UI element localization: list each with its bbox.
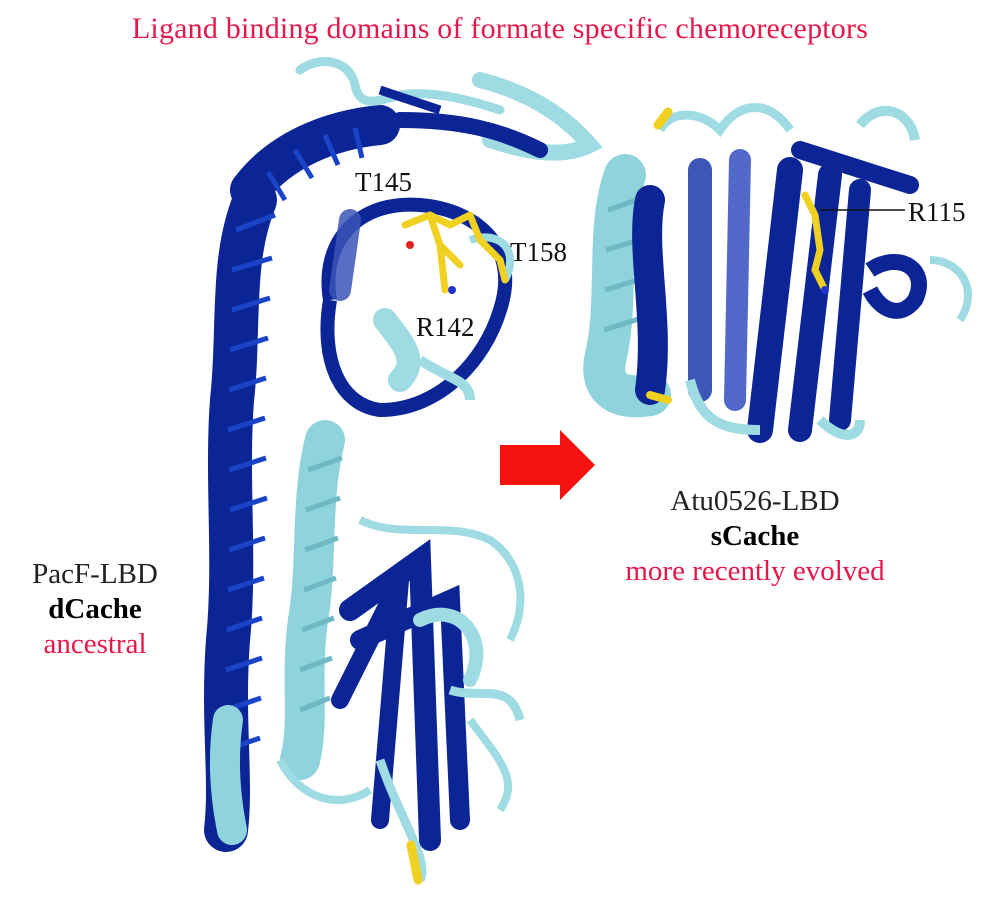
atu0526-lbd-structure bbox=[583, 103, 973, 443]
top-helix bbox=[230, 105, 400, 210]
lower-beta-sheet bbox=[276, 516, 525, 885]
residue-label-r115: R115 bbox=[908, 197, 966, 227]
atu0526-name: Atu0526-LBD bbox=[670, 485, 840, 517]
scache-label: sCache bbox=[710, 520, 800, 552]
ligand-sticks-left bbox=[401, 211, 509, 294]
pacf-name: PacF-LBD bbox=[32, 558, 158, 590]
more-recently-evolved-label: more recently evolved bbox=[625, 555, 885, 587]
figure-title: Ligand binding domains of formate specif… bbox=[131, 12, 869, 45]
left-caption: PacF-LBD dCache ancestral bbox=[5, 558, 185, 661]
residue-label-t158: T158 bbox=[510, 237, 567, 267]
residue-label-r142: R142 bbox=[416, 312, 475, 342]
long-helix-dark bbox=[204, 178, 277, 852]
pacf-lbd-structure bbox=[204, 57, 603, 885]
upper-pocket bbox=[320, 197, 514, 418]
dcache-label: dCache bbox=[48, 593, 142, 625]
residue-label-t145: T145 bbox=[355, 167, 412, 197]
helix-light bbox=[280, 420, 345, 780]
right-caption: Atu0526-LBD sCache more recently evolved bbox=[590, 485, 920, 588]
right-arrow-icon bbox=[500, 430, 595, 500]
ancestral-label: ancestral bbox=[43, 628, 147, 660]
